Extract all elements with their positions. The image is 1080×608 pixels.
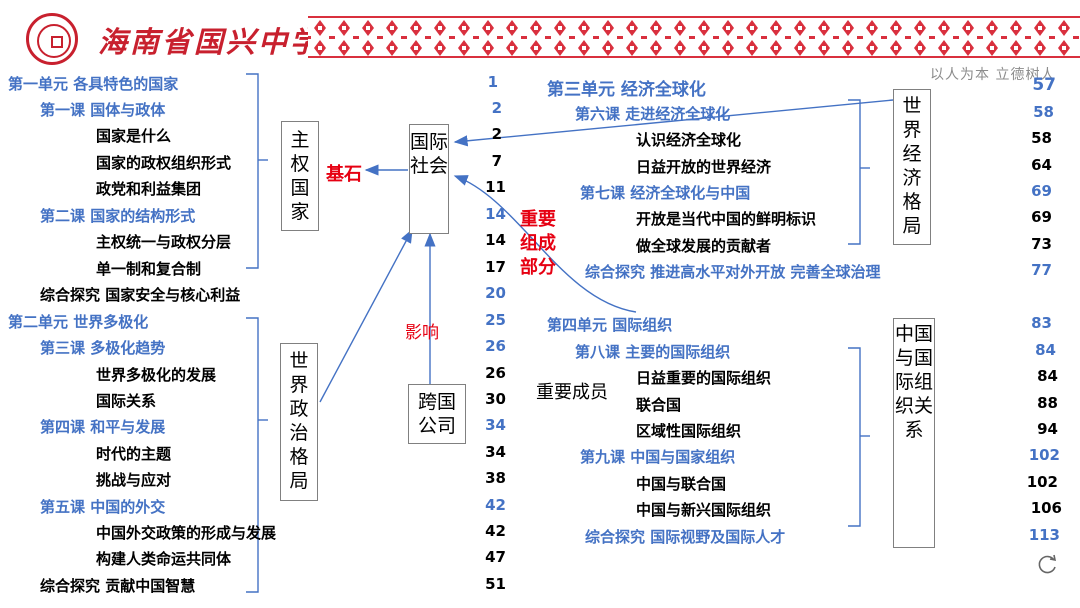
box-transnational-corporations: 跨国公司 [408,384,466,444]
right-row-page: 102 [1018,473,1058,491]
left-row-page: 20 [466,284,506,302]
box-china-intl-orgs: 中国与国际组织关系 [893,318,935,548]
brace-unit-one [246,74,258,268]
left-row-label: 单一制和复合制 [96,258,201,279]
left-row-page: 34 [466,443,506,461]
right-row-page: 77 [1012,261,1052,279]
left-row-label: 第一单元 各具特色的国家 [8,73,178,94]
left-row-page: 26 [466,364,506,382]
right-row-label: 第七课 经济全球化与中国 [580,182,750,203]
right-row-page: 84 [1018,367,1058,385]
brace-unit-two [246,318,258,592]
right-row-page: 58 [1014,103,1054,121]
right-row-label: 区域性国际组织 [636,420,741,441]
right-row-page: 113 [1020,526,1060,544]
left-row-label: 第二单元 世界多极化 [8,311,148,332]
label-important-member: 重要成员 [536,378,608,404]
left-row-page: 51 [466,575,506,593]
right-row-label: 中国与联合国 [636,473,726,494]
left-row-page: 38 [466,469,506,487]
label-cornerstone: 基石 [326,160,362,186]
left-row-page: 11 [466,178,506,196]
left-row-page: 30 [466,390,506,408]
left-row-page: 25 [466,311,506,329]
replay-icon[interactable] [1036,552,1060,576]
left-row-label: 国际关系 [96,390,156,411]
right-row-page: 58 [1012,129,1052,147]
right-row-page: 88 [1018,394,1058,412]
right-row-label: 第九课 中国与国家组织 [580,446,735,467]
left-row-page: 34 [466,416,506,434]
left-row-label: 国家是什么 [96,125,171,146]
right-row-label: 综合探究 推进高水平对外开放 完善全球治理 [585,261,880,282]
arrow-politics-to-society [320,230,412,402]
left-row-label: 综合探究 贡献中国智慧 [40,575,195,596]
left-row-label: 第一课 国体与政体 [40,99,165,120]
left-row-page: 7 [462,152,502,170]
right-row-page: 83 [1012,314,1052,332]
left-row-label: 第四课 和平与发展 [40,416,165,437]
left-row-label: 主权统一与政权分层 [96,231,231,252]
left-row-label: 第二课 国家的结构形式 [40,205,195,226]
right-row-page: 69 [1012,208,1052,226]
right-row-page: 69 [1012,182,1052,200]
left-row-label: 国家的政权组织形式 [96,152,231,173]
left-row-label: 世界多极化的发展 [96,364,216,385]
label-important-part: 重要组成部分 [520,208,560,280]
right-row-label: 开放是当代中国的鲜明标识 [636,208,816,229]
left-row-page: 47 [466,548,506,566]
right-row-label: 综合探究 国际视野及国际人才 [585,526,785,547]
right-row-label: 日益重要的国际组织 [636,367,771,388]
left-row-label: 构建人类命运共同体 [96,548,231,569]
right-row-label: 联合国 [636,394,681,415]
right-row-label: 中国与新兴国际组织 [636,499,771,520]
label-influence: 影响 [405,318,439,343]
left-row-page: 14 [466,231,506,249]
left-row-label: 综合探究 国家安全与核心利益 [40,284,240,305]
left-row-label: 时代的主题 [96,443,171,464]
left-row-page: 26 [466,337,506,355]
brace-unit-three [848,100,860,244]
left-row-label: 政党和利益集团 [96,178,201,199]
right-row-label: 第八课 主要的国际组织 [575,341,730,362]
left-row-label: 第三课 多极化趋势 [40,337,165,358]
left-row-page: 14 [466,205,506,223]
right-row-label: 第六课 走进经济全球化 [575,103,730,124]
right-row-label: 做全球发展的贡献者 [636,235,771,256]
box-world-politics: 世界政治格局 [280,343,318,501]
box-world-economy: 世界经济格局 [893,89,931,245]
left-row-page: 2 [462,99,502,117]
left-row-label: 第五课 中国的外交 [40,496,165,517]
left-row-label: 挑战与应对 [96,469,171,490]
right-row-page: 94 [1018,420,1058,438]
right-row-page: 73 [1012,235,1052,253]
right-row-label: 认识经济全球化 [636,129,741,150]
right-row-label: 第三单元 经济全球化 [547,75,706,100]
left-row-label: 中国外交政策的形成与发展 [96,522,276,543]
left-row-page: 1 [458,73,498,91]
right-row-label: 日益开放的世界经济 [636,156,771,177]
box-sovereign-state: 主权国家 [281,121,319,231]
right-row-page: 57 [1016,75,1056,95]
left-row-page: 2 [462,125,502,143]
left-row-page: 42 [466,496,506,514]
right-row-page: 84 [1016,341,1056,359]
right-row-page: 106 [1022,499,1062,517]
left-row-page: 17 [466,258,506,276]
right-row-page: 102 [1020,446,1060,464]
right-row-page: 64 [1012,156,1052,174]
box-international-society: 国际社会 [409,124,449,234]
left-row-page: 42 [466,522,506,540]
brace-unit-four [848,348,860,526]
right-row-label: 第四单元 国际组织 [547,314,672,335]
